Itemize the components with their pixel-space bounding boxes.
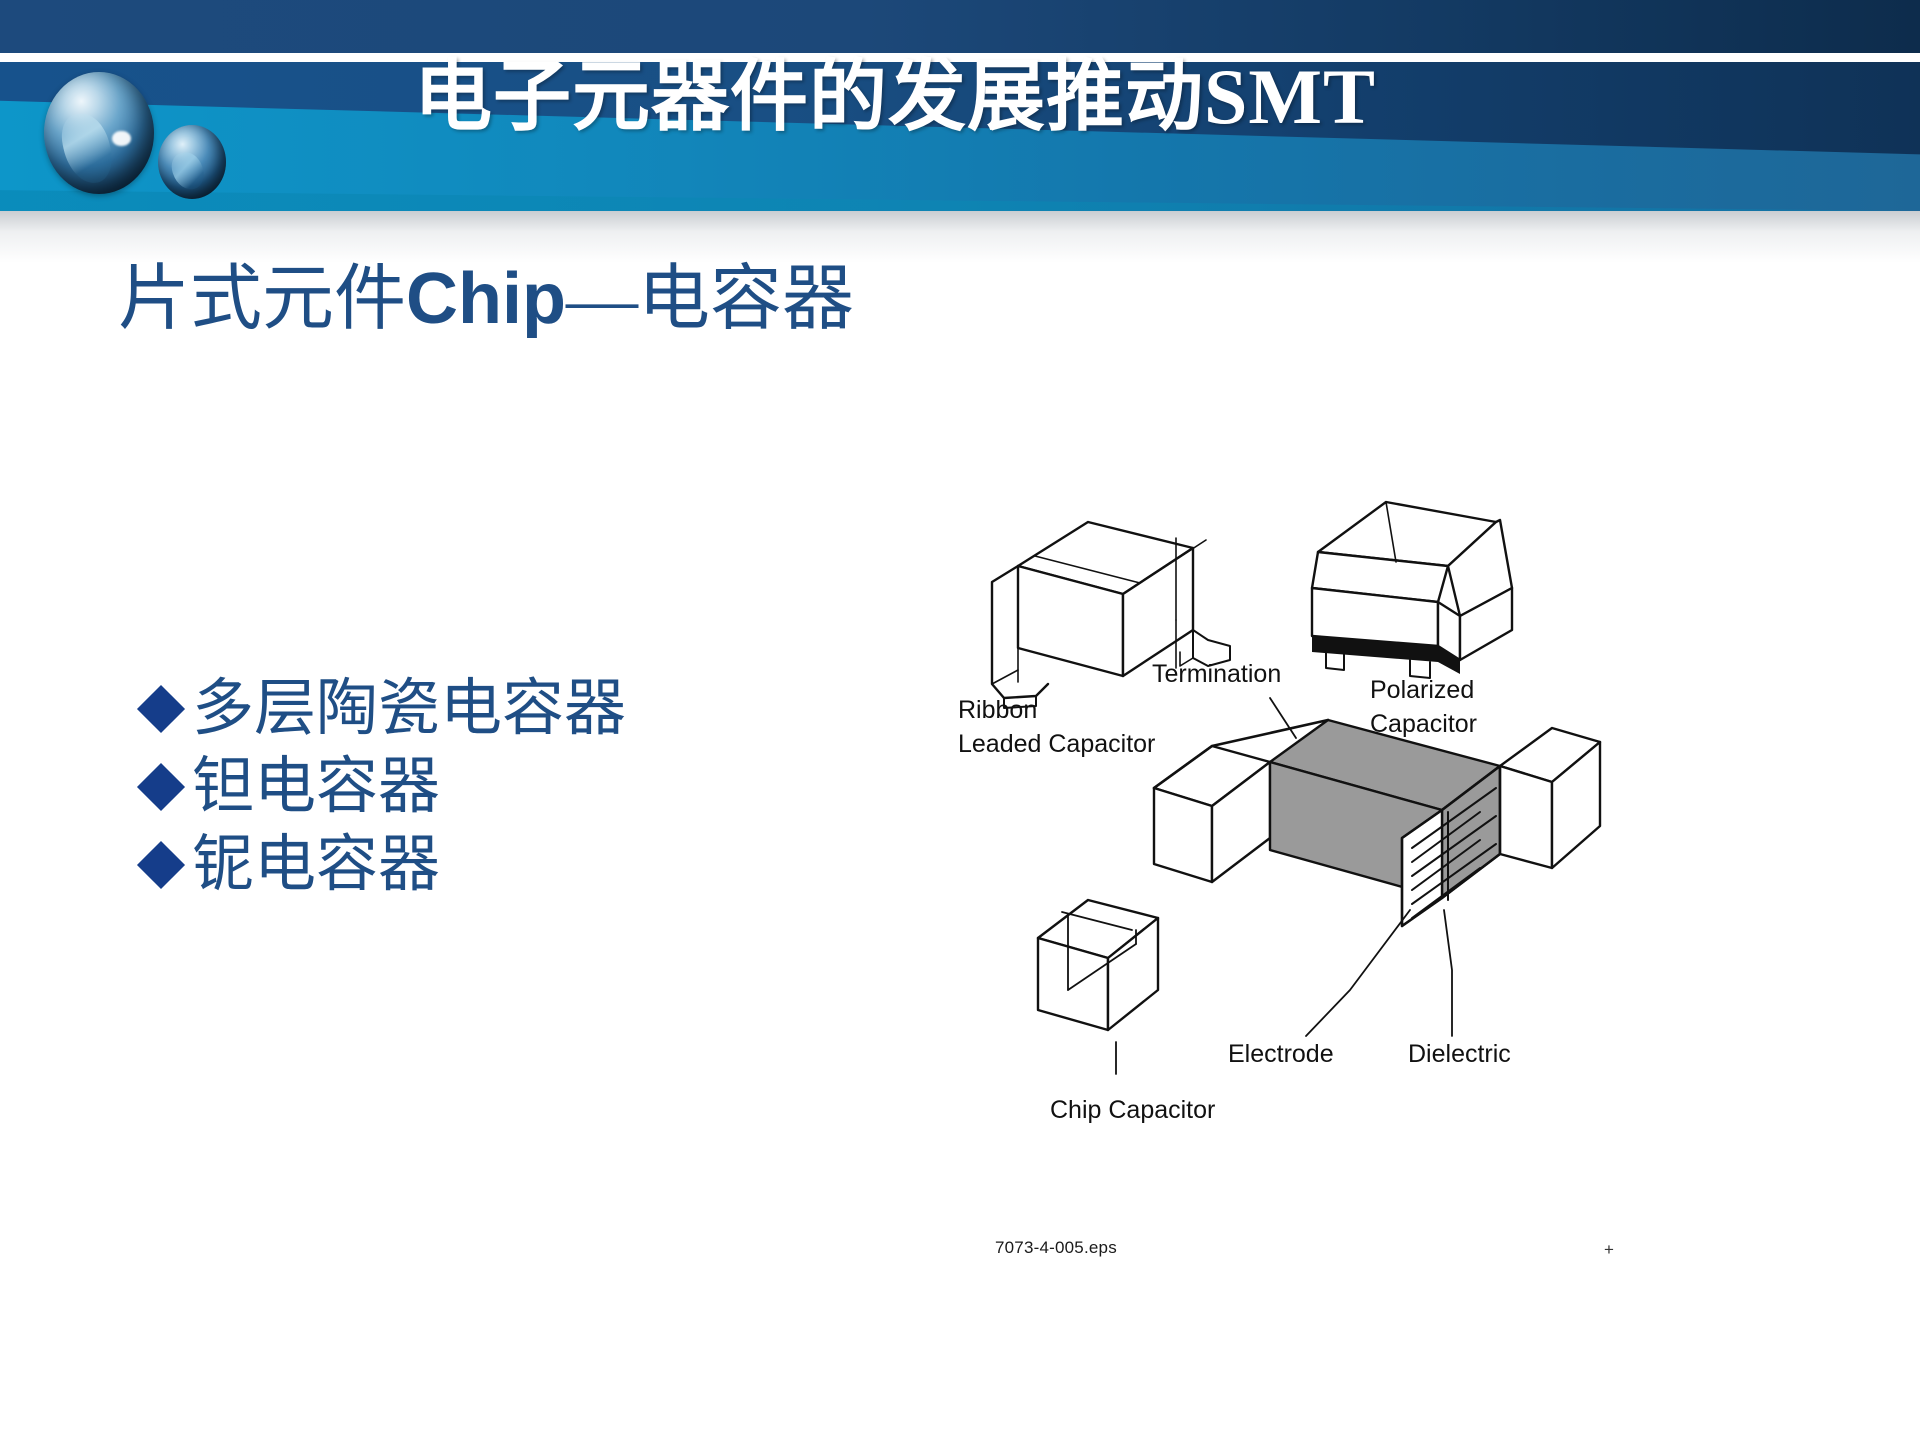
page-title: 电子元器件的发展推动SMT [413,53,1377,140]
list-item: 多层陶瓷电容器 [138,670,758,748]
bullet-label: 铌电容器 [192,831,441,899]
slide-subtitle: 片式元件Chip—电容器 [118,258,854,341]
bullet-label: 多层陶瓷电容器 [192,675,627,743]
header-main-band [0,62,1920,211]
subtitle-part-1: 片式元件 [118,259,407,339]
sphere-highlight-icon [112,130,131,147]
label-chip-capacitor: Chip Capacitor [1050,1096,1215,1124]
header-drop-shadow [0,211,1920,263]
label-dielectric: Dielectric [1408,1040,1511,1068]
label-ribbon-line2: Leaded Capacitor [958,730,1155,758]
bullet-list: 多层陶瓷电容器 钽电容器 铌电容器 [138,670,758,904]
diagram-caption: 7073-4-005.eps [995,1238,1117,1257]
subtitle-part-latin: Chip [406,259,566,339]
capacitor-diagram: Ribbon Leaded Capacitor Polarized Capaci… [940,470,1640,1170]
list-item: 铌电容器 [138,826,758,904]
label-ribbon-line1: Ribbon [958,696,1037,724]
diamond-bullet-icon [138,842,184,888]
sphere-logo-small-icon [158,125,226,199]
diamond-bullet-icon [138,686,184,732]
subtitle-part-2: —电容器 [565,259,854,339]
header-divider [0,53,1920,62]
label-termination: Termination [1152,660,1281,688]
label-polarized-line1: Polarized [1370,676,1474,704]
sphere-logo-icon [44,72,154,194]
bullet-label: 钽电容器 [192,753,441,821]
list-item: 钽电容器 [138,748,758,826]
diamond-bullet-icon [138,764,184,810]
label-polarized-line2: Capacitor [1370,710,1477,738]
label-electrode: Electrode [1228,1040,1334,1068]
diagram-page-mark: + [1604,1240,1614,1259]
header-top-band [0,0,1920,53]
slide-header: 电子元器件的发展推动SMT [0,0,1920,211]
